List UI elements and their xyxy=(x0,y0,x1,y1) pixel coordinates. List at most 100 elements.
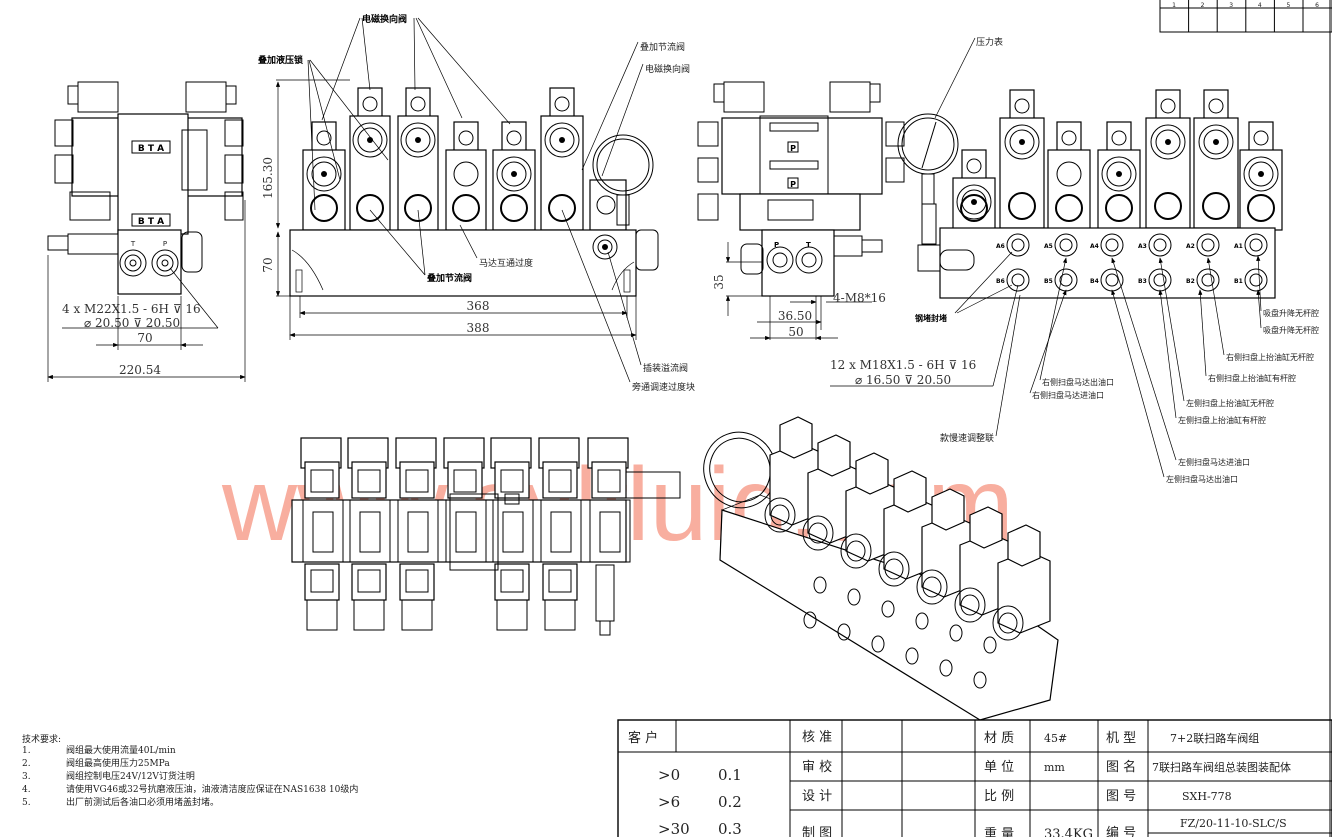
port-callout: 右侧扫盘上抬油缸无杆腔 xyxy=(1226,352,1314,362)
solenoid-connector xyxy=(961,149,987,181)
dim-port-spacing: 70 xyxy=(137,331,152,345)
iso-port xyxy=(949,624,963,642)
revision-number: 5 xyxy=(1286,2,1290,9)
coil-nut xyxy=(496,156,532,192)
iso-connector xyxy=(893,470,927,513)
connector-icon xyxy=(506,130,522,146)
left-end-view: B T A B T A T P 4 x M22X1.5 - 6H ⊽ 16 ⌀ … xyxy=(47,81,246,382)
drawing-no-value: SXH-778 xyxy=(1182,790,1232,803)
coil-center xyxy=(1165,139,1171,145)
valve-top xyxy=(349,499,391,563)
throttle-knob xyxy=(960,194,988,222)
port-bore xyxy=(1201,273,1215,287)
drawing-name-label: 图 名 xyxy=(1106,759,1136,775)
valve-top xyxy=(445,499,487,563)
coil-ring xyxy=(549,127,575,153)
iso-coil xyxy=(916,569,948,605)
side-view: P P P T 35 4-M8*16 36.50 50 xyxy=(697,81,905,341)
weight-label: 重 量 xyxy=(984,826,1014,837)
tolerance-range: >30 xyxy=(658,820,690,837)
port-callout: 左侧扫盘上抬油缸有杆腔 xyxy=(1178,415,1266,425)
iso-port xyxy=(803,611,817,629)
callout-leader xyxy=(1029,289,1067,394)
connector-icon xyxy=(1208,98,1224,114)
iso-coil-inner xyxy=(998,612,1018,634)
iso-port xyxy=(915,612,929,630)
port-label-a: A2 xyxy=(1186,243,1195,250)
coil-ring xyxy=(1106,161,1132,187)
iso-coil-inner xyxy=(960,594,980,616)
material-label: 材 质 xyxy=(984,731,1014,746)
port-b xyxy=(1196,268,1220,292)
port-bore xyxy=(1105,273,1119,287)
port-bore xyxy=(1059,238,1073,252)
port-t-label: T xyxy=(806,241,811,249)
iso-port xyxy=(905,647,919,665)
port-label-a: A3 xyxy=(1138,243,1147,250)
port-callout: 左侧扫盘马达进油口 xyxy=(1178,457,1250,467)
drawing-name-value: 7联扫路车阀组总装图装配体 xyxy=(1152,760,1291,774)
isometric-view xyxy=(703,416,1059,721)
valve-mark-lower: P xyxy=(790,180,796,189)
solenoid-bottom xyxy=(351,563,387,601)
coil-face xyxy=(548,469,572,493)
tolerance-range: >6 xyxy=(658,793,680,811)
coil-face xyxy=(453,469,477,493)
port-label-b: B6 xyxy=(996,278,1005,285)
drawing-no-label: 图 号 xyxy=(1106,789,1136,804)
port-bore xyxy=(1059,273,1073,287)
valve-body xyxy=(1193,117,1239,229)
port-p-label: P xyxy=(163,240,167,248)
pressure-gauge xyxy=(897,113,959,175)
solenoid-top xyxy=(542,461,578,499)
iso-port xyxy=(983,636,997,654)
connector-bottom xyxy=(353,599,385,631)
dim-hole-spacing: 368 xyxy=(467,299,490,313)
port-a xyxy=(1100,233,1124,257)
coil-ring xyxy=(311,161,337,187)
solenoid-top xyxy=(591,461,627,499)
iso-port xyxy=(973,671,987,689)
connector-icon xyxy=(1061,130,1077,146)
coil-nut xyxy=(1101,156,1137,192)
valve-window xyxy=(455,511,477,553)
coil-center xyxy=(1116,171,1122,177)
dim-overall-width: 220.54 xyxy=(119,363,161,377)
port-label-b: B1 xyxy=(1234,278,1243,285)
callout-leader xyxy=(1039,257,1068,381)
label-throttle-top: 叠加节流阀 xyxy=(640,41,685,53)
coil-ring xyxy=(1155,129,1181,155)
valve-window xyxy=(550,511,572,553)
port-label-a: A4 xyxy=(1090,243,1099,250)
label-bypass-block: 旁通调速过度块 xyxy=(632,381,695,393)
port-callout: 左侧扫盘上抬油缸无杆腔 xyxy=(1186,398,1274,408)
coil-face xyxy=(405,569,429,593)
connector-icon xyxy=(554,96,570,112)
coil-face xyxy=(597,469,621,493)
tech-item-number: 3. xyxy=(22,772,31,782)
port-a xyxy=(1148,233,1172,257)
top-view xyxy=(291,437,681,636)
rear-thread-note: 12 x M18X1.5 - 6H ⊽ 16 xyxy=(830,358,976,372)
valve-body xyxy=(1145,117,1191,229)
coil-nut xyxy=(1150,124,1186,160)
callout-leader xyxy=(1111,289,1165,478)
coil-nut xyxy=(544,122,580,158)
connector-icon xyxy=(1014,98,1030,114)
connector-icon xyxy=(1253,130,1269,146)
coil-face xyxy=(310,569,334,593)
valve-body xyxy=(1097,149,1141,231)
port-label-b: B3 xyxy=(1138,278,1147,285)
coil-face xyxy=(500,569,524,593)
coil-nut xyxy=(1056,161,1082,187)
revision-number: 2 xyxy=(1201,2,1205,9)
front-view: 165.30 70 368 388 电磁换向阀 叠加液压锁 叠加节流阀 电磁换向… xyxy=(258,13,695,393)
valve-window xyxy=(407,511,429,553)
coil-face xyxy=(357,569,381,593)
iso-port xyxy=(813,576,827,594)
coil-center xyxy=(415,137,421,143)
coil-face xyxy=(405,469,429,493)
label-slow-speed: 款慢速调整联 xyxy=(940,432,994,444)
label-throttle-bottom: 叠加节流阀 xyxy=(427,272,472,284)
valve-body xyxy=(1047,149,1091,231)
